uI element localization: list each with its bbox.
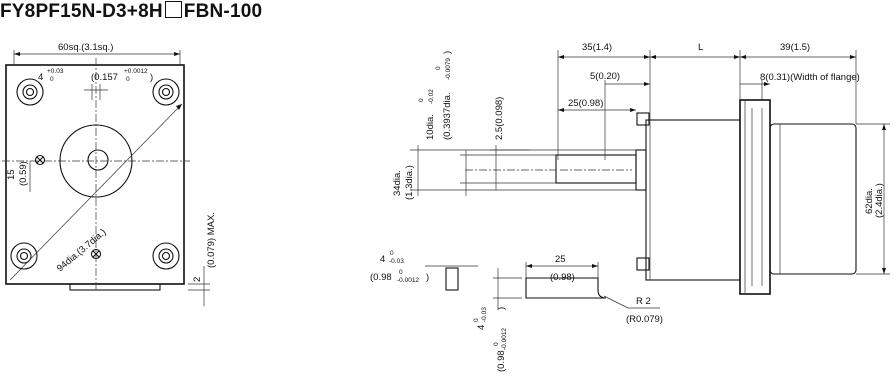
- key-width-upper: 0: [390, 250, 394, 257]
- shaft-dia-inch-tol-lower: -0.0079: [445, 58, 452, 80]
- body-dia-inch-label: (2.4dia.): [874, 183, 885, 218]
- mounting-hole-top-right: [152, 78, 180, 106]
- key-height-upper: 0: [473, 318, 480, 322]
- shaft-width-upper: +0.03: [47, 68, 64, 75]
- output-shaft-circle: [87, 149, 109, 171]
- offset-inch-label: (0.59): [18, 161, 29, 186]
- shaft-width-lower: 0: [50, 76, 54, 83]
- shaft-width-label: 4: [38, 72, 43, 83]
- dim-8-label: 8(0.31)(Width of flange): [760, 72, 860, 83]
- key-length-inch-label: (0.98): [550, 272, 575, 283]
- mounting-hole-bottom-left: [10, 242, 38, 270]
- pcd-label: 94dia.(3.7dia.): [55, 227, 109, 274]
- shaft-dia-label: 10dia.: [425, 114, 436, 140]
- dim-35-label: 35(1.4): [582, 42, 612, 53]
- radius-inch-label: (R0.079): [626, 314, 663, 325]
- key-width-lower: -0.03: [389, 258, 404, 265]
- key-end-view: [445, 267, 459, 291]
- key-width-inch-lower: -0.0012: [397, 277, 419, 284]
- screw-bottom: [90, 248, 102, 260]
- side-view: 35(1.4) L 39(1.5) 5(0.20) 8(0.31)(Width …: [392, 42, 890, 295]
- pilot-dia-inch-label: (1.3dia.): [404, 165, 415, 200]
- front-view: 60sq.(3.1sq.) 4 +0.03 0 (0.157 +0.0012 0…: [2, 42, 217, 306]
- key-height-inch-upper: 0: [493, 342, 500, 346]
- key-length-label: 25: [555, 254, 566, 265]
- radius-leader: [603, 295, 629, 309]
- flat-inch-label: (0.079) MAX.: [206, 212, 217, 268]
- shaft-dia-inch-label: (0.3937dia.: [442, 92, 453, 140]
- shaft-width-inch-upper: +0.0012: [124, 68, 148, 75]
- key-detail: 4 0 -0.03 (0.98 0 -0.0012 ) 25 (0.98) 4 …: [370, 250, 663, 372]
- shaft-dia-inch-close: ): [442, 51, 453, 54]
- pilot-circle: [59, 124, 133, 198]
- key-width-inch-upper: 0: [399, 269, 403, 276]
- base-strip: [69, 283, 161, 291]
- key-height-inch-label: (0.98: [496, 350, 507, 372]
- pilot-dia-label: 34dia.: [392, 170, 403, 196]
- key-side-view: [525, 277, 607, 299]
- key-width-inch-label: (0.98: [370, 272, 392, 283]
- dim-39-label: 39(1.5): [780, 42, 810, 53]
- key-height-label: 4: [476, 325, 487, 330]
- dim-5-label: 5(0.20): [590, 71, 620, 82]
- shaft-width-inch-label: (0.157: [91, 72, 118, 83]
- key-height-inch-lower: -0.0012: [501, 328, 508, 350]
- offset-label: 15: [6, 169, 17, 180]
- shaft-dia-tol-upper: 0: [418, 98, 425, 102]
- gearhead-body: [645, 119, 741, 281]
- dim-L-label: L: [698, 42, 703, 53]
- key-height-lower: -0.03: [481, 307, 488, 322]
- radius-label: R 2: [636, 296, 651, 307]
- body-dia-label: 62dia.: [864, 188, 875, 214]
- key-height-inch-close: ): [496, 307, 507, 310]
- mounting-hole-bottom-right: [152, 242, 180, 270]
- square-size-label: 60sq.(3.1sq.): [58, 42, 113, 53]
- shaft-width-inch-lower: 0: [126, 76, 130, 83]
- motor-body: [769, 123, 857, 275]
- key-width-inch-close: ): [426, 272, 429, 283]
- model-number: FY8PF15N-D3+8H: [0, 1, 163, 22]
- flat-label: 2: [192, 277, 203, 282]
- shaft-dia-inch-tol-upper: 0: [435, 66, 442, 70]
- key-width-label: 4: [380, 254, 385, 265]
- output-shaft: [555, 154, 637, 184]
- pcd-diagonal: [9, 103, 183, 281]
- shaft-dia-tol-lower: -0.02: [428, 89, 435, 104]
- drawing-title: FY8PF15N-D3+8H FBN-100: [0, 0, 262, 24]
- shaft-width-inch-close: ): [150, 72, 153, 83]
- motor-flange: [739, 99, 771, 295]
- mounting-hole-top-left: [16, 78, 44, 106]
- flange-outline: [5, 64, 185, 285]
- dim-25-label: 25(0.98): [568, 98, 603, 109]
- gearhead-number: FBN-100: [183, 1, 263, 22]
- blank-box: [164, 1, 182, 18]
- dim-2-5-label: 2.5(0.098): [494, 97, 505, 140]
- screw-left: [34, 154, 46, 166]
